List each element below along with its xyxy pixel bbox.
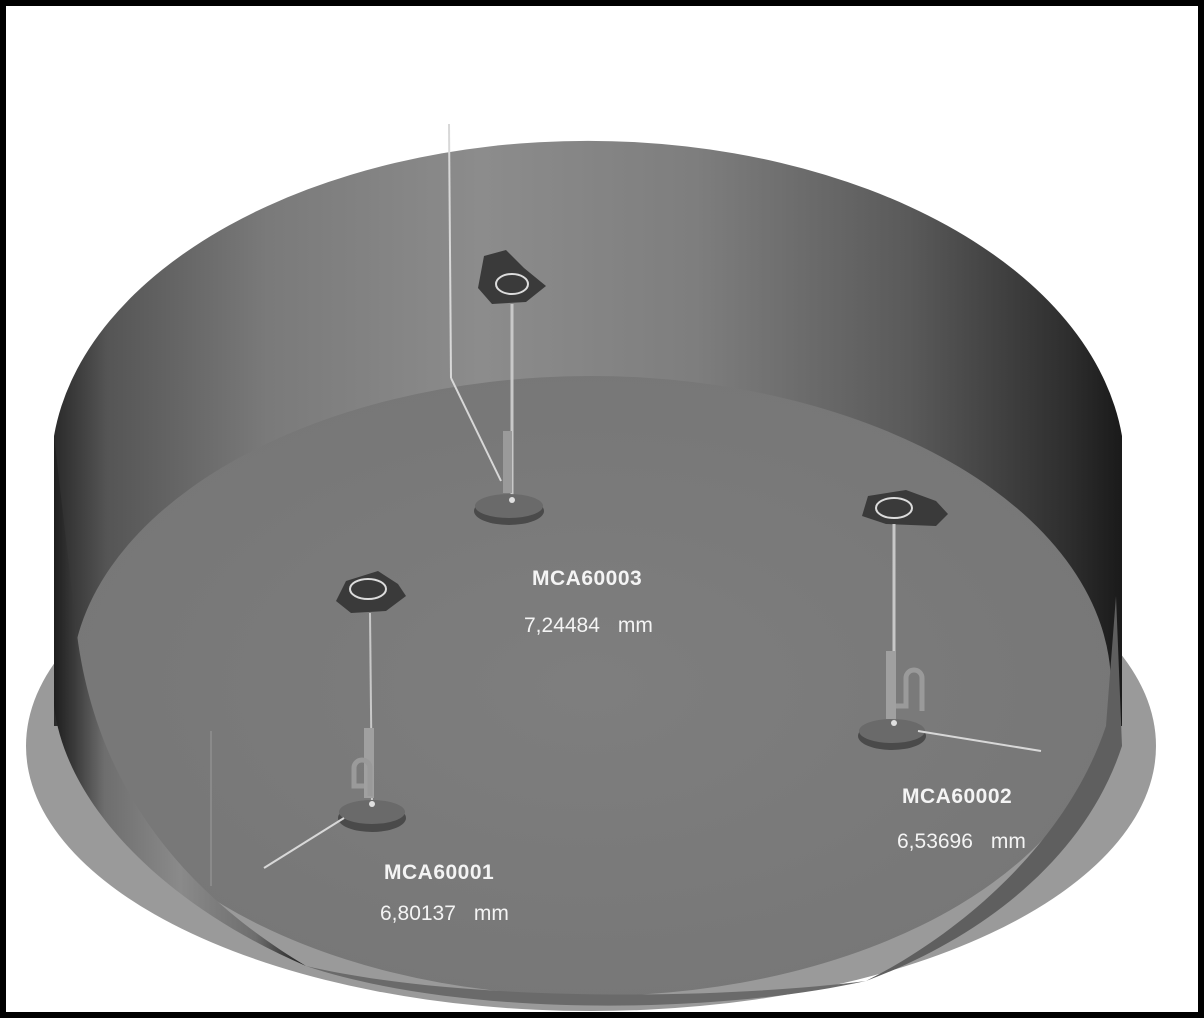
- sensor-unit: mm: [617, 614, 653, 637]
- sensor-value: 7,24484: [524, 614, 600, 637]
- tank-3d-view: [26, 123, 1156, 1011]
- sensor-unit: mm: [990, 830, 1026, 853]
- sensor-label-mca60003: MCA60003: [532, 568, 642, 589]
- tank-front-wall-right: [866, 596, 1122, 981]
- sensor-label-mca60001: MCA60001: [384, 862, 494, 883]
- sensor-value: 6,80137: [380, 902, 456, 925]
- sensor-mca60001-assembly: [263, 571, 406, 869]
- tank-front-wall-left: [54, 436, 306, 966]
- sensor-reading-mca60001: 6,80137 mm: [380, 903, 509, 924]
- sensor-value: 6,53696: [897, 830, 973, 853]
- sensor-label-mca60002: MCA60002: [902, 786, 1012, 807]
- sensor-id: MCA60002: [902, 785, 1013, 808]
- sensor-reading-mca60003: 7,24484 mm: [524, 615, 653, 636]
- sensor-unit: mm: [473, 902, 509, 925]
- sensor-mca60003-assembly: [474, 250, 546, 525]
- sensor-id: MCA60003: [532, 567, 643, 590]
- sensor-reading-mca60002: 6,53696 mm: [897, 831, 1026, 852]
- tank-floor: [71, 376, 1111, 996]
- sensor-mca60002-assembly: [858, 490, 1042, 752]
- sensor-id: MCA60001: [384, 861, 495, 884]
